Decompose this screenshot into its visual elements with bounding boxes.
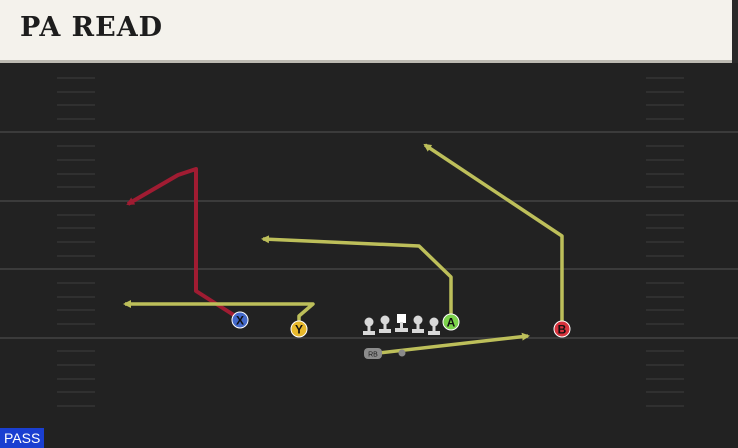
header-bar: PA READ (0, 0, 734, 63)
hash-marks-right (646, 77, 684, 407)
player-x-label: X (236, 314, 244, 328)
player-rb-label: RB (368, 352, 378, 359)
lineman-icon (363, 317, 375, 335)
player-b-label: B (558, 323, 567, 337)
route-x (126, 167, 242, 321)
player-rb[interactable] (364, 348, 382, 359)
lineman-icon (428, 317, 440, 335)
player-x[interactable]: X (231, 311, 249, 329)
player-a-label: A (447, 316, 456, 330)
hash-marks-left (57, 77, 95, 407)
route-rb (369, 332, 530, 356)
offensive-line (363, 314, 440, 335)
player-a[interactable]: A (442, 313, 460, 331)
play-title: PA READ (20, 12, 164, 43)
play-type-badge: PASS (0, 428, 45, 448)
player-y-label: Y (295, 323, 303, 337)
header-edge (732, 0, 738, 63)
player-qb[interactable] (398, 349, 406, 357)
center-icon (395, 314, 408, 332)
route-a (261, 235, 453, 322)
route-b (423, 143, 564, 328)
lineman-icon (412, 315, 424, 333)
player-b[interactable]: B (553, 320, 571, 338)
player-y[interactable]: Y (290, 320, 308, 338)
yard-lines (0, 131, 738, 339)
lineman-icon (379, 315, 391, 333)
